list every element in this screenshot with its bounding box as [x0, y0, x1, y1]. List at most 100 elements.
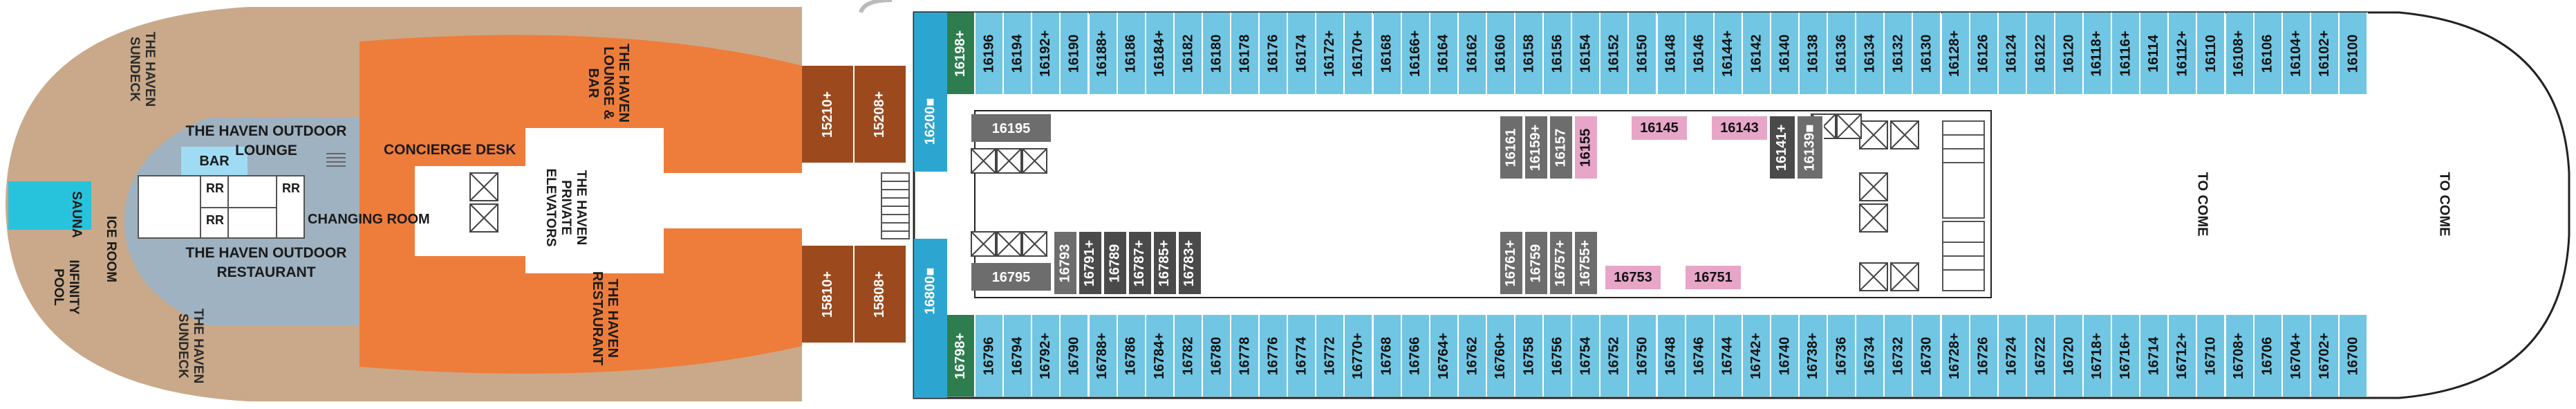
cabin-16141[interactable]: 16141+ — [1770, 116, 1796, 179]
cabin-16730[interactable]: 16730 — [1913, 315, 1942, 397]
cabin-16732[interactable]: 16732 — [1885, 315, 1914, 397]
cabin-16776[interactable]: 16776 — [1260, 315, 1289, 397]
cabin-16748[interactable]: 16748 — [1657, 315, 1686, 397]
cabin-16744[interactable]: 16744 — [1714, 315, 1743, 397]
cabin-16128[interactable]: 16128+ — [1941, 12, 1970, 94]
cabin-16122[interactable]: 16122 — [2026, 12, 2055, 94]
cabin-16757[interactable]: 16757+ — [1550, 232, 1574, 294]
cabin-16134[interactable]: 16134 — [1856, 12, 1885, 94]
cabin-16726[interactable]: 16726 — [1970, 315, 1999, 397]
cabin-16161[interactable]: 16161 — [1500, 116, 1524, 179]
cabin-16751[interactable]: 16751 — [1686, 266, 1741, 289]
cabin-16768[interactable]: 16768 — [1373, 315, 1402, 397]
cabin-16714[interactable]: 16714 — [2140, 315, 2169, 397]
cabin-16759[interactable]: 16759 — [1525, 232, 1549, 294]
cabin-16159[interactable]: 16159+ — [1525, 116, 1549, 179]
cabin-16704[interactable]: 16704+ — [2282, 315, 2311, 397]
cabin-16738[interactable]: 16738+ — [1800, 315, 1829, 397]
cabin-16770[interactable]: 16770+ — [1345, 315, 1374, 397]
cabin-16130[interactable]: 16130 — [1913, 12, 1942, 94]
cabin-16766[interactable]: 16766 — [1401, 315, 1430, 397]
cabin-16786[interactable]: 16786 — [1117, 315, 1146, 397]
cabin-16157[interactable]: 16157 — [1550, 116, 1574, 179]
cabin-16114[interactable]: 16114 — [2140, 12, 2169, 94]
cabin-16196[interactable]: 16196 — [976, 12, 1005, 94]
cabin-16164[interactable]: 16164 — [1430, 12, 1459, 94]
cabin-16722[interactable]: 16722 — [2026, 315, 2055, 397]
cabin-16174[interactable]: 16174 — [1288, 12, 1317, 94]
cabin-16110[interactable]: 16110 — [2197, 12, 2226, 94]
cabin-16772[interactable]: 16772 — [1316, 315, 1345, 397]
cabin-16166[interactable]: 16166+ — [1401, 12, 1430, 94]
cabin-16146[interactable]: 16146 — [1686, 12, 1715, 94]
cabin-16148[interactable]: 16148 — [1657, 12, 1686, 94]
cabin-16188[interactable]: 16188+ — [1089, 12, 1118, 94]
cabin-16108[interactable]: 16108+ — [2225, 12, 2255, 94]
cabin-16716[interactable]: 16716+ — [2112, 315, 2141, 397]
cabin-16162[interactable]: 16162 — [1458, 12, 1487, 94]
cabin-16736[interactable]: 16736 — [1828, 315, 1857, 397]
cabin-16785[interactable]: 16785+ — [1154, 232, 1177, 294]
cabin-16143[interactable]: 16143 — [1712, 116, 1767, 140]
cabin-15810[interactable]: 15810+ — [820, 271, 836, 318]
cabin-16138[interactable]: 16138 — [1800, 12, 1829, 94]
cabin-16120[interactable]: 16120 — [2055, 12, 2084, 94]
cabin-16734[interactable]: 16734 — [1856, 315, 1885, 397]
cabin-16160[interactable]: 16160 — [1486, 12, 1515, 94]
cabin-16124[interactable]: 16124 — [1998, 12, 2027, 94]
cabin-16136[interactable]: 16136 — [1828, 12, 1857, 94]
cabin-16752[interactable]: 16752 — [1600, 315, 1630, 397]
cabin-16746[interactable]: 16746 — [1686, 315, 1715, 397]
cabin-16706[interactable]: 16706 — [2254, 315, 2283, 397]
cabin-16154[interactable]: 16154 — [1572, 12, 1601, 94]
cabin-16190[interactable]: 16190 — [1061, 12, 1090, 94]
cabin-16774[interactable]: 16774 — [1288, 315, 1317, 397]
cabin-16758[interactable]: 16758 — [1515, 315, 1544, 397]
cabin-16104[interactable]: 16104+ — [2282, 12, 2311, 94]
cabin-16755[interactable]: 16755+ — [1575, 232, 1598, 294]
cabin-16756[interactable]: 16756 — [1544, 315, 1573, 397]
cabin-16702[interactable]: 16702+ — [2311, 315, 2340, 397]
cabin-16754[interactable]: 16754 — [1572, 315, 1601, 397]
cabin-16182[interactable]: 16182 — [1174, 12, 1203, 94]
cabin-16793[interactable]: 16793 — [1054, 232, 1078, 294]
cabin-16140[interactable]: 16140 — [1771, 12, 1800, 94]
cabin-16142[interactable]: 16142 — [1742, 12, 1771, 94]
cabin-16753[interactable]: 16753 — [1605, 266, 1661, 289]
cabin-16132[interactable]: 16132 — [1885, 12, 1914, 94]
cabin-16787[interactable]: 16787+ — [1129, 232, 1152, 294]
cabin-16700[interactable]: 16700 — [2339, 315, 2368, 397]
cabin-16116[interactable]: 16116+ — [2112, 12, 2141, 94]
cabin-16778[interactable]: 16778 — [1231, 315, 1260, 397]
cabin-16100[interactable]: 16100 — [2339, 12, 2368, 94]
cabin-16724[interactable]: 16724 — [1998, 315, 2027, 397]
cabin-16155[interactable]: 16155 — [1575, 116, 1598, 179]
cabin-16760[interactable]: 16760+ — [1486, 315, 1515, 397]
cabin-16172[interactable]: 16172+ — [1316, 12, 1345, 94]
cabin-16198[interactable]: 16198+ — [947, 12, 976, 94]
cabin-16195[interactable]: 16195 — [991, 121, 1031, 136]
cabin-16192[interactable]: 16192+ — [1032, 12, 1061, 94]
cabin-16780[interactable]: 16780 — [1202, 315, 1231, 397]
cabin-16180[interactable]: 16180 — [1202, 12, 1231, 94]
cabin-16139[interactable]: 16139■ — [1798, 116, 1824, 179]
cabin-16144[interactable]: 16144+ — [1714, 12, 1743, 94]
cabin-16762[interactable]: 16762 — [1458, 315, 1487, 397]
cabin-15208[interactable]: 15208+ — [872, 91, 888, 138]
cabin-16791[interactable]: 16791+ — [1079, 232, 1103, 294]
cabin-16720[interactable]: 16720 — [2055, 315, 2084, 397]
cabin-16783[interactable]: 16783+ — [1179, 232, 1202, 294]
cabin-16740[interactable]: 16740 — [1771, 315, 1800, 397]
cabin-16792[interactable]: 16792+ — [1032, 315, 1061, 397]
cabin-16712[interactable]: 16712+ — [2169, 315, 2198, 397]
cabin-16126[interactable]: 16126 — [1970, 12, 1999, 94]
cabin-16761[interactable]: 16761+ — [1500, 232, 1524, 294]
cabin-16118[interactable]: 16118+ — [2084, 12, 2113, 94]
cabin-16796[interactable]: 16796 — [976, 315, 1005, 397]
cabin-15808[interactable]: 15808+ — [872, 271, 888, 318]
cabin-16742[interactable]: 16742+ — [1742, 315, 1771, 397]
cabin-16145[interactable]: 16145 — [1632, 116, 1687, 140]
cabin-16788[interactable]: 16788+ — [1089, 315, 1118, 397]
cabin-16194[interactable]: 16194 — [1004, 12, 1033, 94]
cabin-16789[interactable]: 16789 — [1104, 232, 1128, 294]
